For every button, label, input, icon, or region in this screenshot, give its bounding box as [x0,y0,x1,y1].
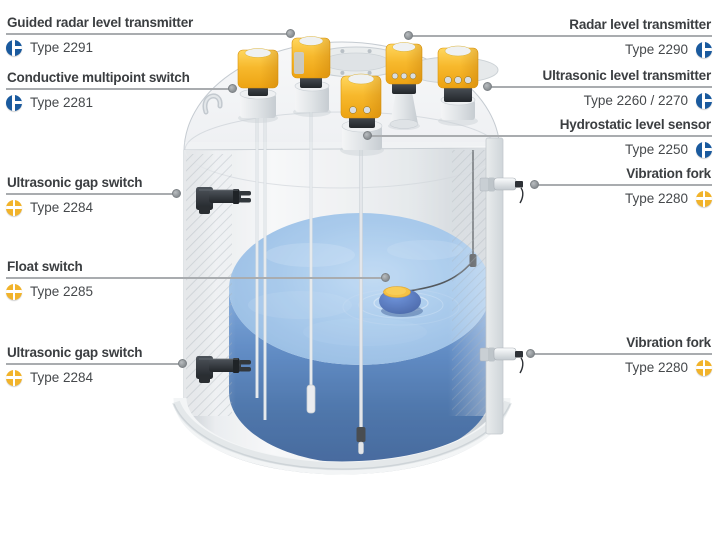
label-guided-radar: Guided radar level transmitter Type 2291 [6,14,295,56]
gap-switch-lower [196,356,251,383]
label-title: Conductive multipoint switch [7,70,190,85]
label-conductive-multipoint: Conductive multipoint switch Type 2281 [6,69,237,111]
leader-line [6,83,237,93]
leader-line [6,28,295,38]
label-title: Ultrasonic level transmitter [542,68,712,83]
vibration-fork-lower [479,347,524,374]
instrument-ultrasonic [437,45,479,120]
gap-switch-upper [196,187,251,214]
label-title: Ultrasonic gap switch [7,175,143,190]
label-vibration-fork-lower: Vibration fork Type 2280 [526,334,712,376]
vibration-fork-upper [479,177,524,204]
label-gap-switch-upper: Ultrasonic gap switch Type 2284 [6,174,181,216]
label-float-switch: Float switch Type 2285 [6,258,390,300]
product-icon [696,141,712,158]
leader-dot [363,130,372,140]
label-meta: Type 2280 [530,359,712,376]
label-meta: Type 2260 / 2270 [487,92,712,109]
product-icon [696,92,712,109]
label-meta: Type 2281 [6,94,233,111]
type-label: Type 2291 [30,40,94,55]
leader-dot [381,272,390,282]
leader-dot [228,83,237,93]
leader-line [483,81,712,91]
label-title: Ultrasonic gap switch [7,345,143,360]
product-icon [696,190,712,207]
type-label: Type 2285 [30,284,94,299]
label-meta: Type 2291 [6,39,291,56]
label-meta: Type 2285 [6,283,386,300]
leader-line [6,358,187,368]
leader-dot [404,30,413,40]
label-radar: Radar level transmitter Type 2290 [404,16,712,58]
type-label: Type 2284 [30,200,94,215]
manhole-flange [305,46,407,78]
leader-dot [530,179,539,189]
probes [255,112,366,455]
leader-dot [172,188,181,198]
product-icon [696,41,712,58]
label-vibration-fork-upper: Vibration fork Type 2280 [530,165,712,207]
label-title: Guided radar level transmitter [7,15,194,30]
liquid [229,213,491,464]
label-meta: Type 2290 [408,41,712,58]
instrument-conductive-multipoint [237,48,279,118]
label-hydrostatic: Hydrostatic level sensor Type 2250 [363,116,712,158]
leader-line [6,272,390,282]
label-gap-switch-lower: Ultrasonic gap switch Type 2284 [6,344,187,386]
product-icon [6,283,22,300]
type-label: Type 2281 [30,95,94,110]
leader-dot [286,28,295,38]
leader-dot [178,358,187,368]
type-label: Type 2260 / 2270 [583,93,688,108]
type-label: Type 2280 [624,191,688,206]
label-title: Vibration fork [626,166,711,181]
instrument-guided-radar [291,36,331,112]
label-meta: Type 2250 [367,141,712,158]
product-icon [6,39,22,56]
type-label: Type 2250 [624,142,688,157]
label-title: Radar level transmitter [569,17,711,32]
type-label: Type 2290 [624,42,688,57]
label-title: Float switch [7,259,83,274]
label-meta: Type 2280 [534,190,712,207]
label-meta: Type 2284 [6,199,177,216]
instrument-hydrostatic [340,73,383,150]
leader-dot [483,81,492,91]
label-title: Vibration fork [626,335,711,350]
instrument-radar [385,42,423,129]
product-icon [6,199,22,216]
label-title: Hydrostatic level sensor [559,117,711,132]
type-label: Type 2284 [30,370,94,385]
leader-line [530,179,712,189]
leader-line [363,130,712,140]
label-meta: Type 2284 [6,369,183,386]
leader-line [404,30,712,40]
leader-line [6,188,181,198]
product-icon [696,359,712,376]
type-label: Type 2280 [624,360,688,375]
product-icon [6,369,22,386]
product-icon [6,94,22,111]
leader-dot [526,348,535,358]
leader-line [526,348,712,358]
label-ultrasonic-transmitter: Ultrasonic level transmitter Type 2260 /… [483,67,712,109]
